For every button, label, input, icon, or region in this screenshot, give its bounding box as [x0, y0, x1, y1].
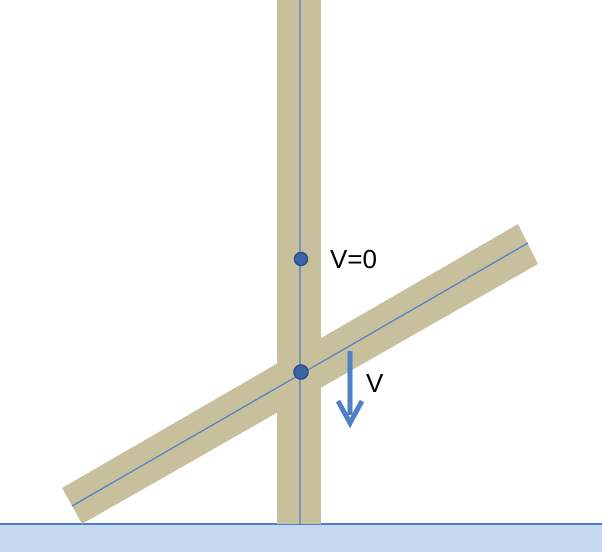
contact-point — [293, 364, 309, 380]
ground-surface — [0, 524, 602, 552]
upper-point-label: V=0 — [330, 244, 377, 274]
upper-point — [293, 251, 309, 267]
velocity-arrow-head — [335, 399, 365, 429]
arrow-down-icon — [335, 351, 365, 429]
velocity-label: V — [366, 368, 384, 398]
